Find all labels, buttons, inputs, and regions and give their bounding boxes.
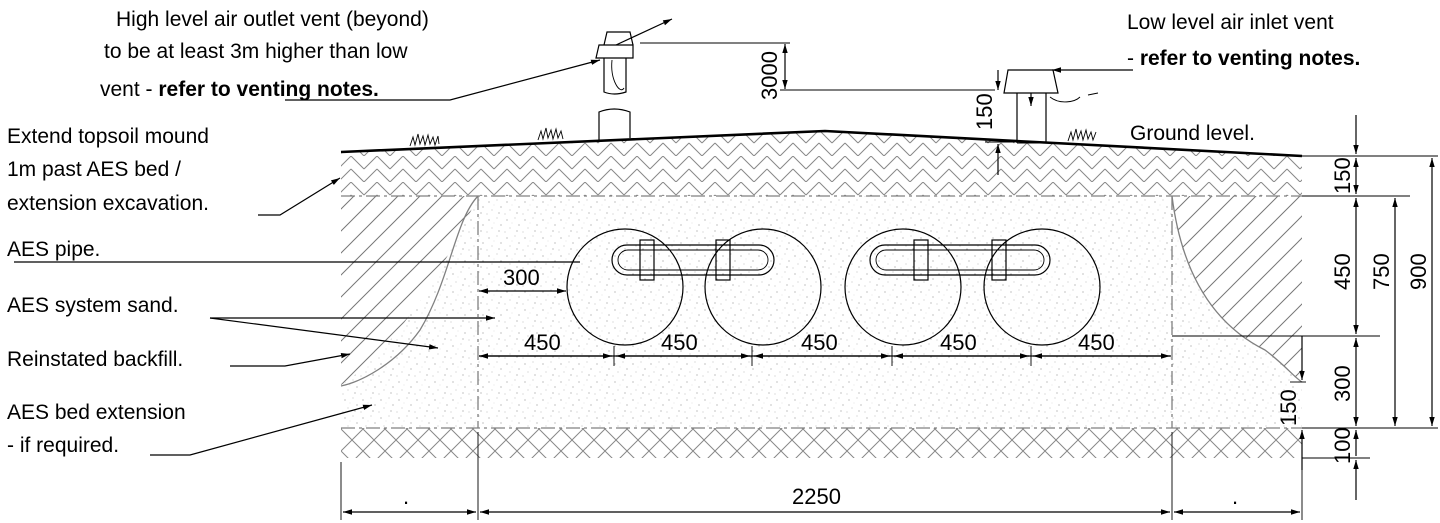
topsoil-mound (341, 131, 1302, 196)
dim-right-900: 900 (1406, 253, 1431, 290)
ground-surface-line (340, 129, 1303, 158)
dim-spacing-3: 450 (801, 330, 838, 355)
extension-note-line-2: - if required. (7, 434, 119, 457)
low-level-vent-icon (1003, 69, 1099, 144)
dim-right-150-lower: 150 (1276, 389, 1301, 426)
dim-bottom-right: . (1232, 484, 1238, 509)
dim-right-750: 750 (1369, 253, 1394, 290)
dim-bottom-left: . (403, 484, 409, 509)
base-layer (341, 428, 1302, 458)
topsoil-note-line-1: Extend topsoil mound (7, 125, 209, 148)
dim-spacing-4: 450 (940, 330, 977, 355)
dim-right-100: 100 (1330, 427, 1355, 464)
high-level-vent-icon (595, 18, 673, 140)
high-vent-note-line-3: vent - refer to venting notes. (100, 78, 379, 101)
backfill-label: Reinstated backfill. (7, 348, 183, 371)
dim-bottom-width: 2250 (792, 484, 841, 509)
low-vent-note-line-1: Low level air inlet vent (1127, 11, 1334, 34)
high-vent-note-line-2: to be at least 3m higher than low (104, 40, 408, 63)
dim-low-vent-150: 150 (972, 93, 997, 130)
dimension-lines (340, 42, 1438, 520)
dim-spacing-2: 450 (661, 330, 698, 355)
topsoil-note-line-2: 1m past AES bed / (7, 158, 181, 181)
aes-pipe-group-left (566, 228, 822, 346)
aes-system-sand (340, 195, 1303, 428)
extension-note-line-1: AES bed extension (7, 401, 186, 424)
high-vent-note-line-1: High level air outlet vent (beyond) (116, 8, 429, 31)
grass-tuft-icon (409, 127, 1097, 147)
ground-level-label: Ground level. (1130, 122, 1255, 145)
dim-pipe-offset: 300 (503, 265, 540, 290)
aes-sand-label: AES system sand. (7, 294, 179, 317)
dim-right-sand-upper: 450 (1330, 253, 1355, 290)
dim-vent-height: 3000 (757, 51, 782, 100)
dim-spacing-5: 450 (1078, 330, 1115, 355)
aes-pipe-group-right (844, 228, 1101, 346)
topsoil-note-line-3: extension excavation. (7, 192, 209, 215)
dim-right-topsoil: 150 (1330, 157, 1355, 194)
dim-spacing-1: 450 (524, 330, 561, 355)
aes-pipe-label: AES pipe. (7, 238, 100, 261)
low-vent-note-line-2: - refer to venting notes. (1127, 47, 1360, 70)
dim-right-300: 300 (1330, 365, 1355, 402)
leader-lines (14, 59, 1133, 456)
